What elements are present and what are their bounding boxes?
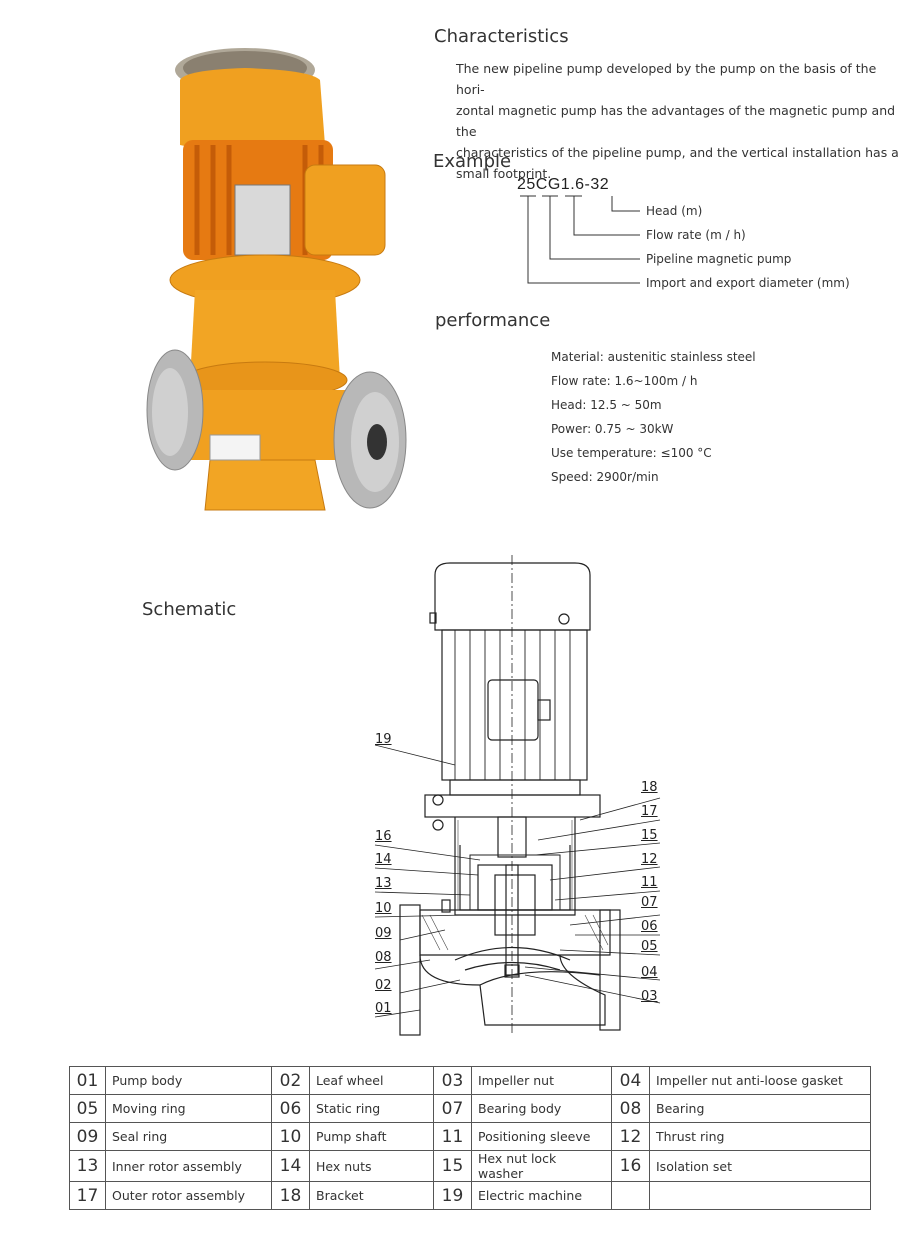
part-number: 01 bbox=[69, 1066, 106, 1095]
schematic-drawing bbox=[374, 555, 661, 1036]
part-name: Inner rotor assembly bbox=[105, 1150, 272, 1182]
callout-02: 02 bbox=[375, 978, 392, 993]
performance-title: performance bbox=[435, 310, 551, 331]
part-name: Bearing body bbox=[471, 1094, 612, 1123]
part-number: 10 bbox=[271, 1122, 310, 1151]
part-name: Pump body bbox=[105, 1066, 272, 1095]
part-number: 03 bbox=[433, 1066, 472, 1095]
part-name: Positioning sleeve bbox=[471, 1122, 612, 1151]
callout-18: 18 bbox=[641, 780, 658, 795]
callout-07: 07 bbox=[641, 895, 658, 910]
part-number: 17 bbox=[69, 1181, 106, 1210]
part-name: Bearing bbox=[649, 1094, 871, 1123]
callout-15: 15 bbox=[641, 828, 658, 843]
callout-04: 04 bbox=[641, 965, 658, 980]
part-name: Bracket bbox=[309, 1181, 434, 1210]
characteristics-title: Characteristics bbox=[434, 26, 569, 47]
part-number: 12 bbox=[611, 1122, 650, 1151]
perf-flow: Flow rate: 1.6~100m / h bbox=[551, 374, 698, 388]
part-name: Impeller nut bbox=[471, 1066, 612, 1095]
callout-01: 01 bbox=[375, 1001, 392, 1016]
part-name: Isolation set bbox=[649, 1150, 871, 1182]
example-leader-lines bbox=[520, 195, 640, 284]
part-number: 07 bbox=[433, 1094, 472, 1123]
part-number: 06 bbox=[271, 1094, 310, 1123]
part-name: Leaf wheel bbox=[309, 1066, 434, 1095]
part-name: Seal ring bbox=[105, 1122, 272, 1151]
part-name bbox=[649, 1181, 871, 1210]
part-name: Hex nut lock washer bbox=[471, 1150, 612, 1182]
example-label-type: Pipeline magnetic pump bbox=[646, 252, 792, 266]
callout-11: 11 bbox=[641, 875, 658, 890]
part-name: Outer rotor assembly bbox=[105, 1181, 272, 1210]
perf-material: Material: austenitic stainless steel bbox=[551, 350, 756, 364]
table-row: 09 Seal ring 10 Pump shaft 11 Positionin… bbox=[69, 1122, 871, 1151]
callout-06: 06 bbox=[641, 919, 658, 934]
callout-17: 17 bbox=[641, 804, 658, 819]
perf-temperature: Use temperature: ≤100 °C bbox=[551, 446, 712, 460]
callout-03: 03 bbox=[641, 989, 658, 1004]
part-number: 09 bbox=[69, 1122, 106, 1151]
table-row: 05 Moving ring 06 Static ring 07 Bearing… bbox=[69, 1094, 871, 1123]
part-number: 18 bbox=[271, 1181, 310, 1210]
part-name: Thrust ring bbox=[649, 1122, 871, 1151]
table-row: 17 Outer rotor assembly 18 Bracket 19 El… bbox=[69, 1181, 871, 1210]
example-code: 25CG1.6-32 bbox=[517, 176, 610, 193]
part-name: Hex nuts bbox=[309, 1150, 434, 1182]
part-name: Static ring bbox=[309, 1094, 434, 1123]
callout-09: 09 bbox=[375, 926, 392, 941]
table-row: 13 Inner rotor assembly 14 Hex nuts 15 H… bbox=[69, 1150, 871, 1182]
part-number: 05 bbox=[69, 1094, 106, 1123]
part-number: 02 bbox=[271, 1066, 310, 1095]
part-number: 19 bbox=[433, 1181, 472, 1210]
table-row: 01 Pump body 02 Leaf wheel 03 Impeller n… bbox=[69, 1066, 871, 1095]
example-label-flow: Flow rate (m / h) bbox=[646, 228, 746, 242]
perf-power: Power: 0.75 ~ 30kW bbox=[551, 422, 674, 436]
part-name: Electric machine bbox=[471, 1181, 612, 1210]
callout-13: 13 bbox=[375, 876, 392, 891]
part-number: 04 bbox=[611, 1066, 650, 1095]
perf-speed: Speed: 2900r/min bbox=[551, 470, 659, 484]
characteristics-text: The new pipeline pump developed by the p… bbox=[456, 61, 899, 181]
part-number: 11 bbox=[433, 1122, 472, 1151]
callout-12: 12 bbox=[641, 852, 658, 867]
part-number: 15 bbox=[433, 1150, 472, 1182]
part-name: Moving ring bbox=[105, 1094, 272, 1123]
callout-05: 05 bbox=[641, 939, 658, 954]
perf-head: Head: 12.5 ~ 50m bbox=[551, 398, 662, 412]
part-number: 16 bbox=[611, 1150, 650, 1182]
part-number: 13 bbox=[69, 1150, 106, 1182]
part-number: 14 bbox=[271, 1150, 310, 1182]
example-label-head: Head (m) bbox=[646, 204, 703, 218]
part-number bbox=[611, 1181, 650, 1210]
part-name: Impeller nut anti-loose gasket bbox=[649, 1066, 871, 1095]
callout-19: 19 bbox=[375, 732, 392, 747]
callout-16: 16 bbox=[375, 829, 392, 844]
part-name: Pump shaft bbox=[309, 1122, 434, 1151]
example-label-diameter: Import and export diameter (mm) bbox=[646, 276, 850, 290]
schematic-title: Schematic bbox=[142, 599, 237, 620]
part-number: 08 bbox=[611, 1094, 650, 1123]
callout-10: 10 bbox=[375, 901, 392, 916]
callout-08: 08 bbox=[375, 950, 392, 965]
callout-14: 14 bbox=[375, 852, 392, 867]
pump-photo bbox=[146, 48, 407, 511]
parts-table: 01 Pump body 02 Leaf wheel 03 Impeller n… bbox=[69, 1066, 871, 1210]
example-title: Example bbox=[433, 151, 512, 172]
